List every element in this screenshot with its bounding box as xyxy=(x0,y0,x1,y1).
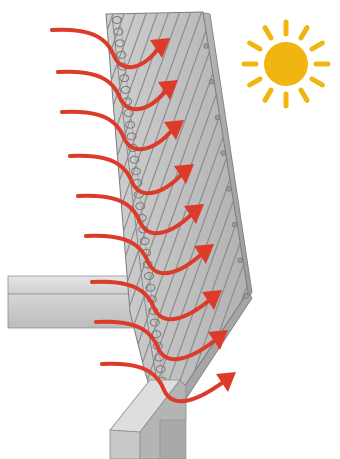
louver-line xyxy=(0,0,107,420)
sun-ray xyxy=(265,28,271,38)
bolt xyxy=(215,115,220,120)
sun-ray xyxy=(301,90,307,100)
sun-ray xyxy=(250,79,260,85)
sun-ray xyxy=(301,28,307,38)
bolt xyxy=(232,222,237,227)
sun-icon xyxy=(244,22,328,106)
sun-ray xyxy=(312,43,322,49)
bolt xyxy=(204,44,209,49)
louver-line xyxy=(0,0,19,420)
bolt xyxy=(209,79,214,84)
louver-line xyxy=(0,0,52,420)
louver-line xyxy=(0,0,63,420)
louver-line xyxy=(331,0,340,420)
louver-line xyxy=(0,0,8,420)
sun-ray xyxy=(312,79,322,85)
louver-line xyxy=(0,0,74,420)
bolt xyxy=(221,151,226,156)
bolt xyxy=(226,186,231,191)
sun-ray xyxy=(250,43,260,49)
louver-line xyxy=(0,0,96,420)
louver-line xyxy=(0,0,41,420)
sun-ray xyxy=(265,90,271,100)
bolt xyxy=(238,258,243,263)
bolt xyxy=(244,294,249,299)
lower-plinth xyxy=(110,380,186,459)
louver-line xyxy=(0,0,30,420)
louver-line xyxy=(0,0,118,420)
louver-line xyxy=(0,0,85,420)
